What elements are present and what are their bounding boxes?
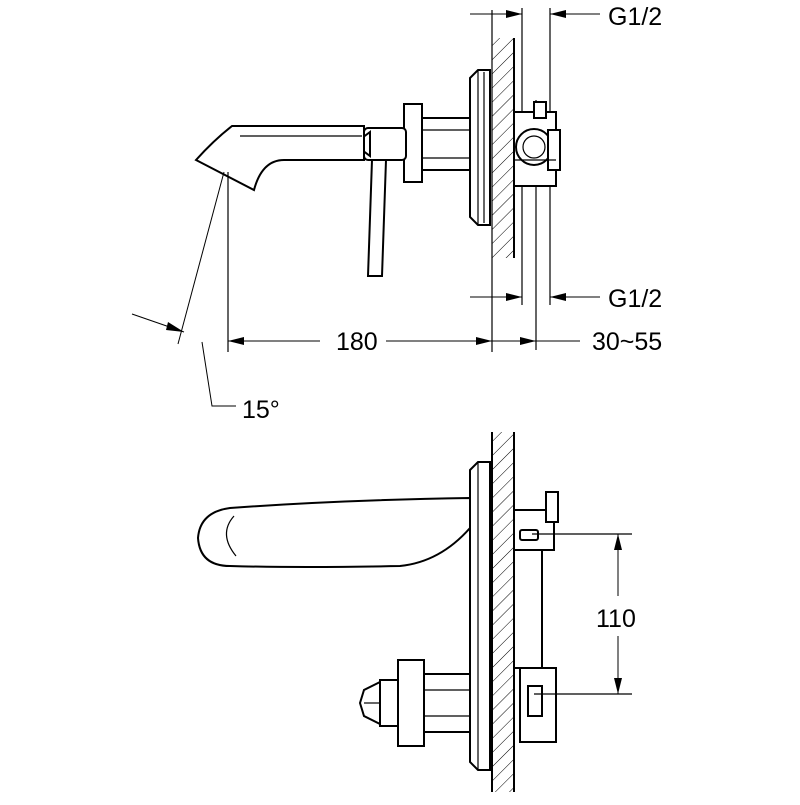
wall-hatch-bottom [492, 432, 514, 792]
label-projection: 180 [336, 328, 378, 356]
label-spout-angle: 15° [242, 396, 280, 424]
label-center-distance: 110 [596, 605, 636, 633]
dim-projection: 180 [227, 172, 492, 356]
spout-top [196, 496, 471, 568]
label-inlet-top: G1/2 [608, 3, 662, 31]
dim-spout-angle: 15° [131, 171, 280, 424]
dim-center-distance: 110 [532, 533, 636, 695]
bottom-view [196, 432, 559, 792]
spout-side [194, 125, 365, 192]
dim-wall-depth: 30~55 [492, 328, 662, 356]
lever-handle [366, 159, 388, 277]
label-inlet-bottom: G1/2 [608, 285, 662, 313]
wall-plate [469, 461, 491, 771]
side-view [194, 8, 561, 352]
wall-hatch-top [492, 38, 514, 258]
wall-flange [469, 69, 491, 226]
dim-inlet-bottom: G1/2 [470, 285, 662, 313]
label-wall-depth: 30~55 [592, 328, 662, 356]
dim-inlet-top: G1/2 [470, 3, 662, 31]
